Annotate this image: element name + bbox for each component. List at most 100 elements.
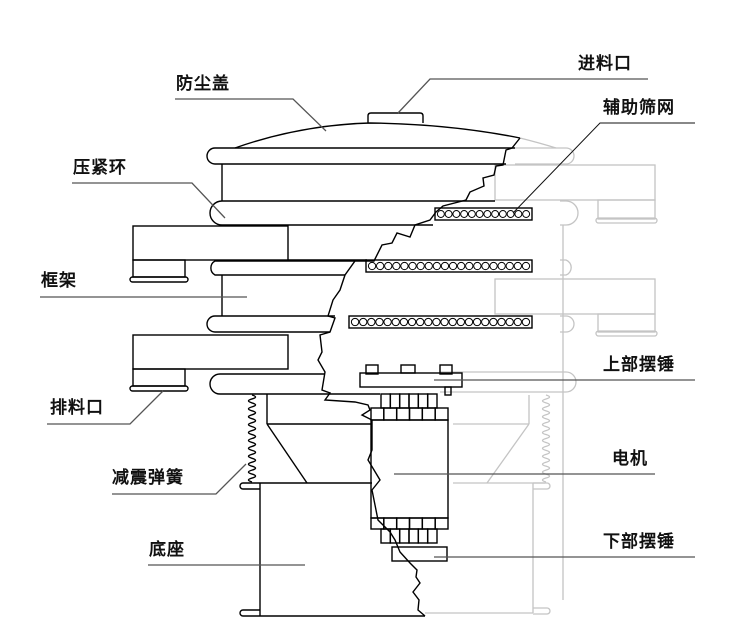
cone-slope <box>266 423 308 484</box>
ghost-top-frame <box>494 164 656 201</box>
ghost-base-foot-bottom <box>533 607 551 615</box>
screen-ball <box>350 317 360 327</box>
ghost-outlet-1 <box>597 199 656 220</box>
coupling-block <box>408 407 424 421</box>
screen-ball <box>489 261 498 271</box>
coupling-block <box>417 528 429 544</box>
coupling-block <box>426 528 438 544</box>
motor-body <box>370 419 449 519</box>
base-foot-bottom <box>239 609 260 617</box>
screen-ball <box>505 261 514 271</box>
screen-ball <box>452 210 461 218</box>
leader-lines <box>40 78 695 566</box>
ghost-lower-rim <box>560 315 575 333</box>
screen-ball <box>424 261 433 271</box>
outlet-chute-1 <box>132 259 186 278</box>
leader-discharge-outlet <box>47 390 164 425</box>
coupling-block <box>370 407 385 421</box>
screen-ball <box>375 317 384 327</box>
bouncing-balls <box>350 210 531 327</box>
coupling-block <box>434 407 449 421</box>
label-discharge-outlet: 排料口 <box>50 398 104 418</box>
outlet-box-2 <box>132 334 289 370</box>
screen-ball <box>497 317 506 327</box>
cutaway-torn-edge <box>317 137 521 617</box>
ghost-base-foot-top <box>533 482 551 490</box>
coupling-block <box>389 393 401 409</box>
label-upper-weight: 上部摆锤 <box>603 355 675 375</box>
leader-feed-inlet <box>397 78 648 114</box>
screen-ball <box>432 261 442 271</box>
screen-deck-bottom <box>348 315 533 329</box>
screen-deck-top <box>434 207 533 221</box>
upper-weight-bolt-2 <box>400 364 416 374</box>
screen-ball <box>472 317 482 327</box>
screen-ball <box>460 210 469 218</box>
screen-ball <box>448 261 458 271</box>
screen-ball <box>392 261 401 271</box>
ghost-cone-slope <box>486 423 530 484</box>
screen-ball <box>498 210 507 218</box>
coupling-block <box>383 407 398 421</box>
coupling-block <box>417 393 429 409</box>
screen-ball <box>432 317 441 327</box>
ghost-bottom-ring <box>440 371 577 393</box>
screen-ball <box>521 317 531 327</box>
label-clamp-ring: 压紧环 <box>73 158 127 178</box>
upper-weight-bolt-3 <box>439 364 453 375</box>
coupling-block <box>395 407 411 421</box>
screen-ball <box>384 261 393 271</box>
damping-spring-coil <box>247 394 257 483</box>
ghost-outlet-2 <box>597 313 656 333</box>
upper-weight-pin <box>444 386 452 396</box>
label-motor: 电机 <box>612 449 648 469</box>
label-base: 底座 <box>149 540 185 560</box>
ghost-top-rim <box>515 147 575 165</box>
lower-rim <box>206 315 335 333</box>
screen-ball <box>473 261 482 271</box>
clamp-ring <box>209 200 495 226</box>
coupling-block <box>398 528 410 544</box>
upper-weight-bolt-1 <box>365 364 379 375</box>
leader-aux-screen <box>512 122 695 214</box>
screen-ball <box>359 317 368 327</box>
screen-ball <box>440 317 449 327</box>
ghost-right-half <box>425 137 658 615</box>
coupling-block <box>421 517 436 530</box>
screen-ball <box>456 317 466 327</box>
label-damping-spring: 减震弹簧 <box>112 468 184 488</box>
ghost-outlet-flange-2 <box>595 330 658 337</box>
screen-deck-middle <box>365 259 533 273</box>
base-foot-top <box>239 482 260 490</box>
screen-ball <box>475 210 484 218</box>
outlet-chute-2 <box>132 368 186 387</box>
label-frame: 框架 <box>41 271 77 291</box>
label-feed-inlet: 进料口 <box>578 54 632 74</box>
coupling-block <box>395 517 411 530</box>
label-aux-screen: 辅助筛网 <box>603 98 675 118</box>
screen-ball <box>415 317 425 327</box>
screen-ball <box>408 261 417 271</box>
outlet-flange-2 <box>129 385 189 392</box>
bottom-ring <box>209 373 380 395</box>
screen-ball <box>391 317 400 327</box>
screen-ball <box>367 261 377 271</box>
screen-ball <box>448 317 457 327</box>
screen-ball <box>436 210 445 218</box>
screen-ball <box>514 210 523 218</box>
screen-ball <box>424 317 433 327</box>
screen-ball <box>467 210 476 218</box>
screen-ball <box>399 317 409 327</box>
top-rim <box>206 147 515 165</box>
screen-ball <box>522 210 531 218</box>
screen-ball <box>521 261 531 271</box>
screen-ball <box>497 261 506 271</box>
coupling-block <box>421 407 436 421</box>
label-dust-cover: 防尘盖 <box>176 74 230 94</box>
screen-ball <box>513 317 522 327</box>
ghost-outlet-flange-1 <box>595 217 658 224</box>
ghost-mid-frame <box>494 278 656 315</box>
ghost-spring <box>541 394 551 483</box>
screen-ball <box>416 261 425 271</box>
screen-ball <box>513 261 522 271</box>
